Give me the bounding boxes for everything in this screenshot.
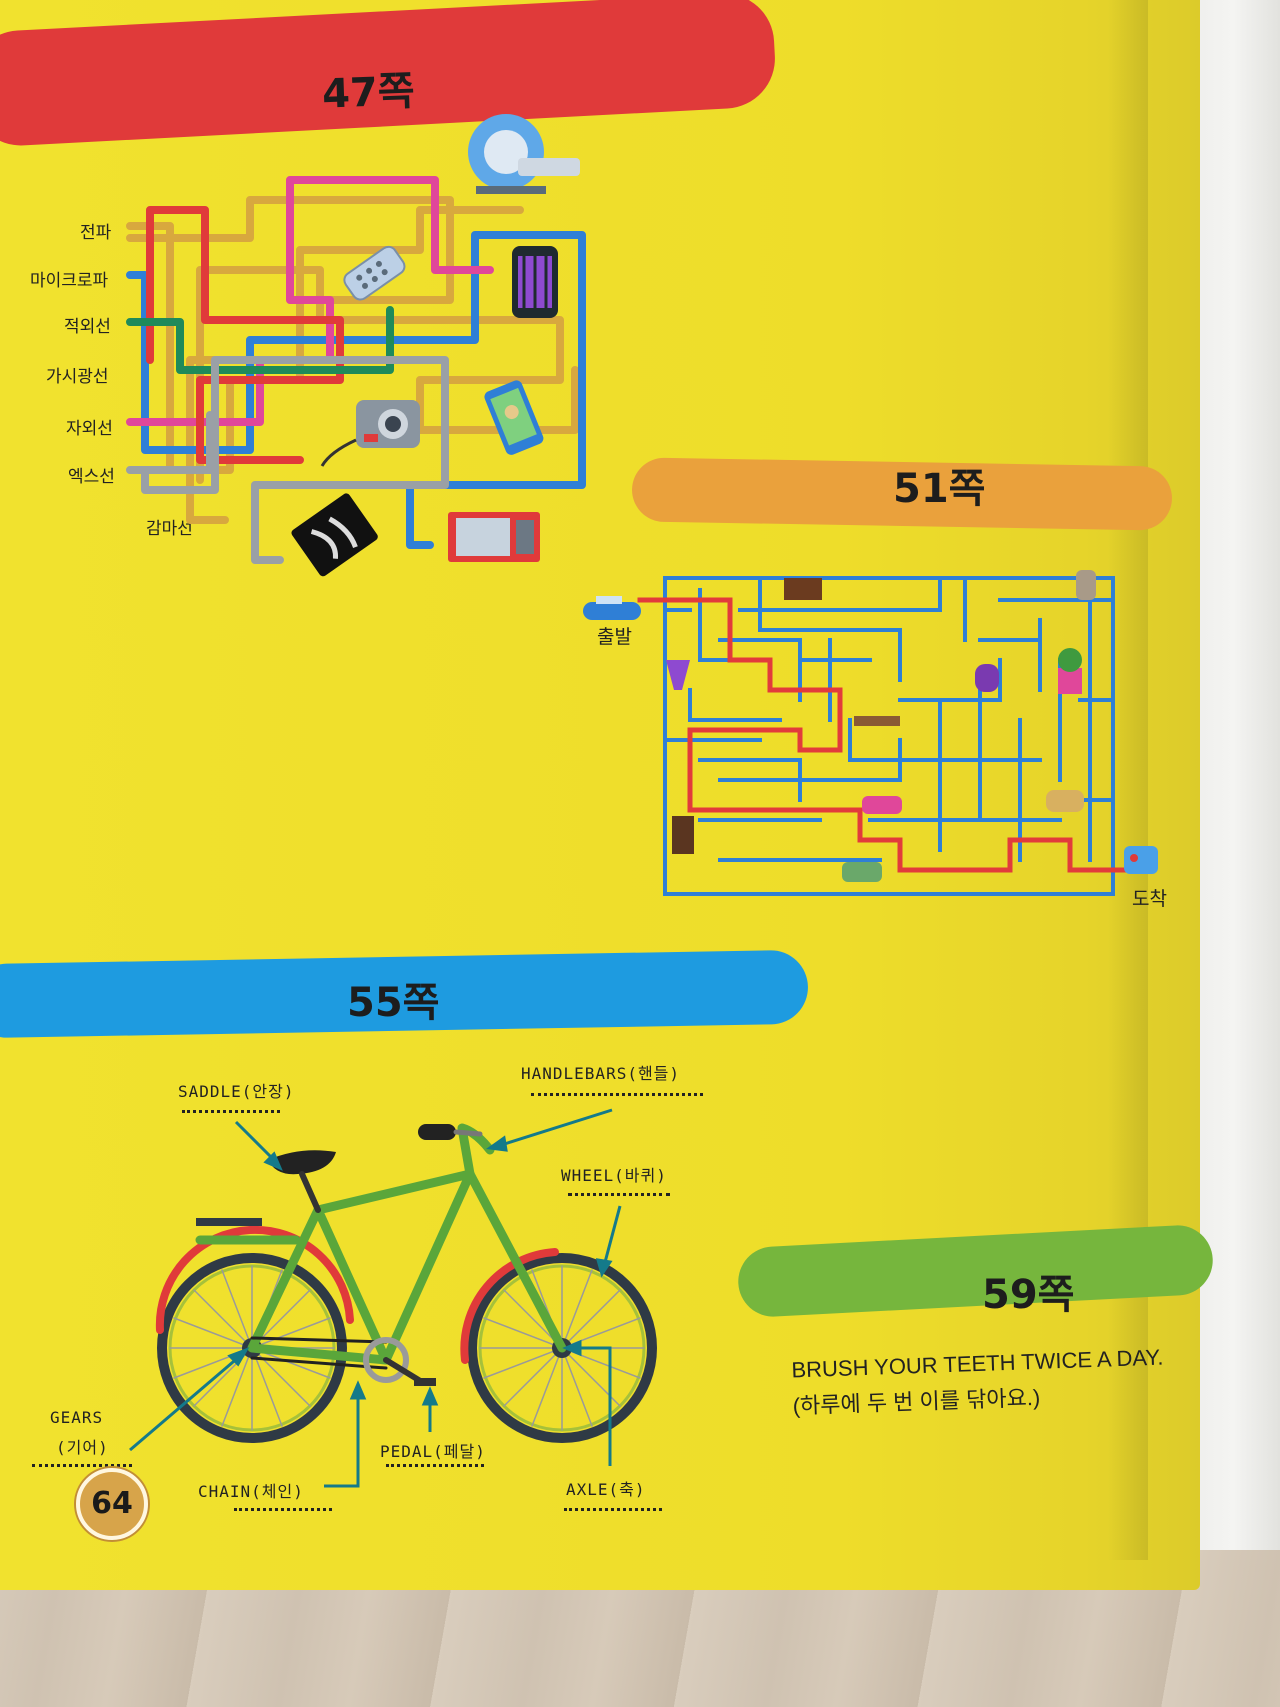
front-wheel — [460, 1248, 657, 1443]
maze-furniture-icons — [666, 570, 1096, 882]
label-pedal: PEDAL(페달) — [380, 1442, 486, 1461]
maze-solution-path — [637, 597, 1128, 873]
section-59-title: 59쪽 — [982, 1272, 1075, 1318]
plant-pot-icon — [1058, 668, 1082, 694]
maze-end-robot-icon — [1124, 846, 1158, 874]
label-wheel: WHEEL(바퀴) — [561, 1166, 667, 1185]
handlebar-grip — [418, 1124, 456, 1140]
dog-icon — [1046, 790, 1084, 812]
line-pink-1 — [126, 176, 494, 426]
maze-end-label: 도착 — [1132, 888, 1167, 910]
dresser-icon — [784, 578, 822, 600]
tangle-puzzle — [126, 176, 586, 564]
wave-label-ultraviolet: 자외선 — [66, 419, 113, 439]
bicycle-pointers — [129, 1108, 622, 1488]
line-red-1 — [146, 206, 344, 464]
chain-line — [250, 1336, 388, 1344]
bug-zapper-icon — [512, 246, 558, 318]
vase-icon — [975, 664, 999, 692]
bicycle-frame — [195, 1123, 567, 1365]
mri-machine-icon — [468, 114, 580, 194]
book-page — [0, 0, 1200, 1590]
dots-axle — [564, 1508, 662, 1511]
table-icon — [854, 716, 900, 726]
label-gears: GEARS — [50, 1408, 104, 1427]
sofa-icon — [862, 796, 902, 814]
wave-label-radio: 전파 — [80, 223, 112, 243]
dots-gears — [32, 1464, 132, 1467]
camera-icon — [320, 400, 420, 467]
wave-label-xray: 엑스선 — [68, 467, 115, 487]
maze — [637, 576, 1128, 896]
pedal-block — [414, 1378, 436, 1386]
rear-rack — [196, 1218, 262, 1226]
lamp-icon — [666, 660, 690, 690]
wave-label-gamma: 감마선 — [146, 519, 193, 539]
cat-icon — [1076, 570, 1096, 600]
dots-chain — [234, 1508, 332, 1511]
label-axle: AXLE(축) — [566, 1480, 646, 1499]
label-chain: CHAIN(체인) — [198, 1482, 304, 1501]
label-saddle: SADDLE(안장) — [178, 1082, 295, 1101]
microwave-oven-icon — [448, 512, 540, 562]
dots-saddle — [182, 1110, 280, 1113]
dots-pedal — [386, 1464, 484, 1467]
label-gears-korean: (기어) — [56, 1438, 109, 1457]
line-grey-1 — [141, 356, 449, 564]
bicycle — [155, 1123, 657, 1443]
line-tan-2 — [126, 196, 454, 524]
wave-label-microwave: 마이크로파 — [30, 271, 109, 291]
dots-wheel — [568, 1193, 670, 1196]
saddle-shape — [268, 1150, 336, 1175]
section-55-title: 55쪽 — [347, 980, 440, 1026]
dots-handlebars — [531, 1093, 703, 1096]
label-handlebars: HANDLEBARS(핸들) — [521, 1064, 681, 1083]
remote-control-icon — [343, 245, 406, 301]
answer-59-text: BRUSH YOUR TEETH TWICE A DAY. (하루에 두 번 이… — [791, 1340, 1165, 1425]
page-number-badge: 64 — [76, 1468, 148, 1540]
xray-film-icon — [291, 493, 378, 577]
chainring — [363, 1337, 409, 1383]
chair-icon — [672, 816, 694, 854]
wave-label-infrared: 적외선 — [64, 317, 111, 337]
stool-icon — [842, 862, 882, 882]
section-51-title: 51쪽 — [893, 466, 986, 512]
smartphone-icon — [484, 380, 544, 455]
wave-label-visible: 가시광선 — [46, 367, 109, 387]
maze-start-label: 출발 — [597, 626, 632, 648]
line-grey-2 — [126, 411, 214, 474]
maze-start-robot-icon — [583, 596, 641, 620]
line-green-1 — [126, 306, 394, 374]
maze-walls — [663, 576, 1115, 896]
